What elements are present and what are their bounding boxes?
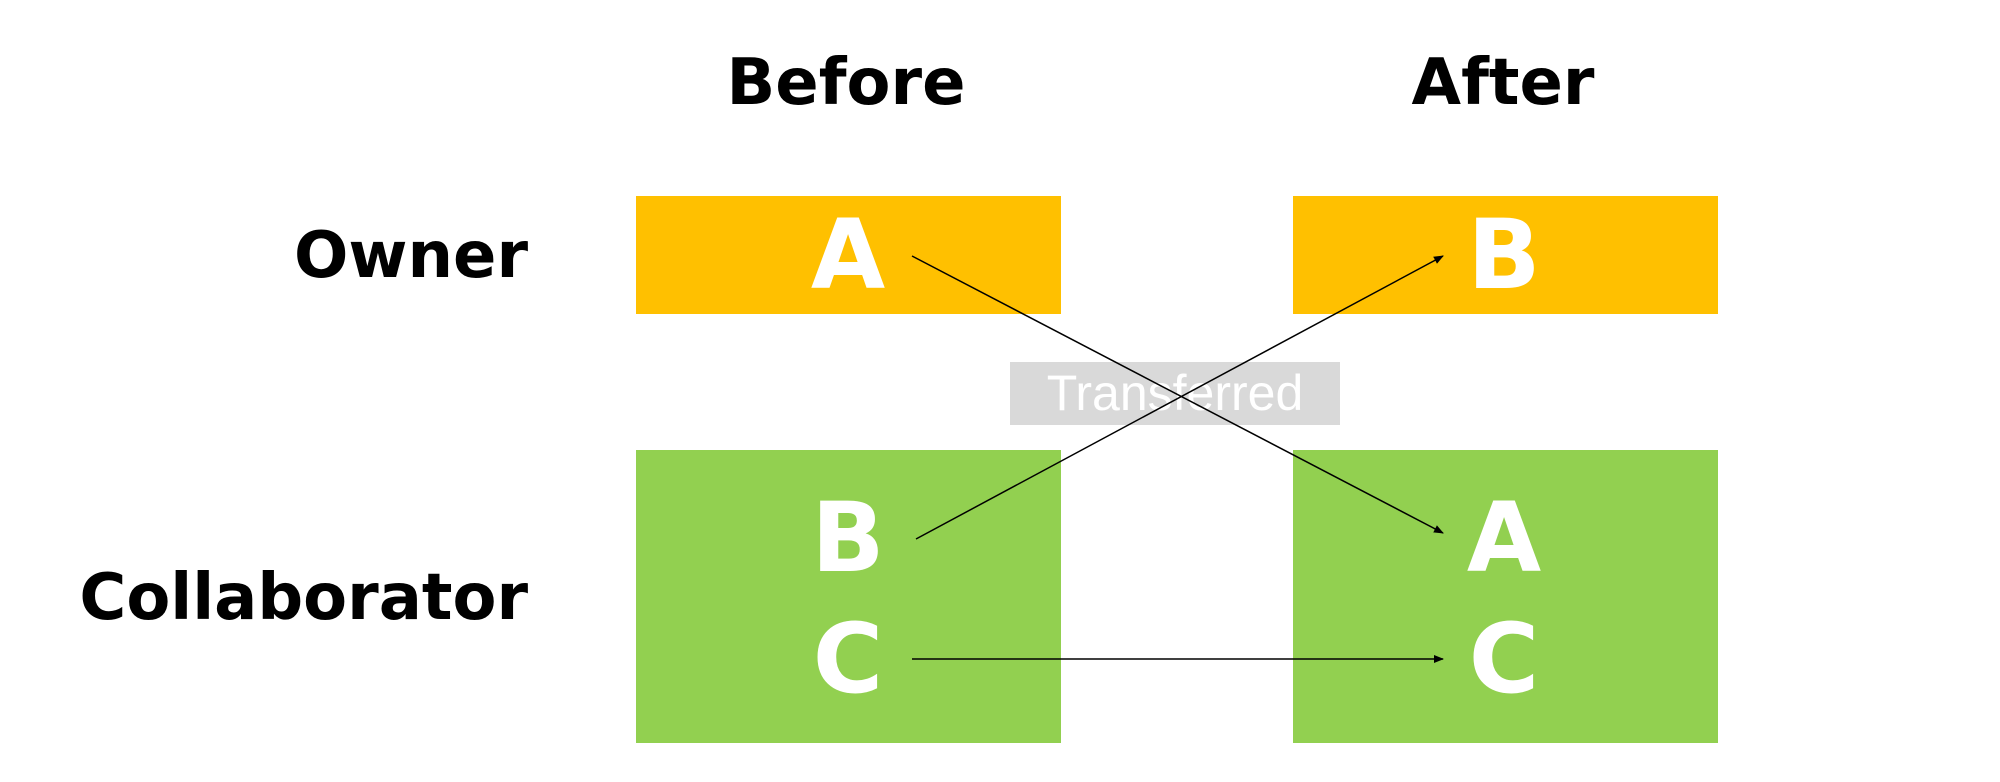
after-collaborator-user: C	[1468, 603, 1540, 715]
collaborator-row-label: Collaborator	[79, 561, 528, 635]
after-collaborator-user: A	[1466, 482, 1542, 594]
after-owner-box	[1293, 196, 1718, 314]
after-owner-user: B	[1467, 199, 1541, 311]
before-column-header: Before	[726, 46, 966, 120]
after-column-header: After	[1411, 46, 1595, 120]
before-collaborator-user: B	[811, 482, 885, 594]
owner-row-label: Owner	[293, 219, 528, 293]
after-collaborator-box	[1293, 450, 1718, 743]
before-collaborator-user: C	[812, 603, 884, 715]
before-owner-user: A	[810, 199, 886, 311]
arrow-collaborator-to-owner	[915, 255, 1444, 540]
arrow-owner-to-collaborator	[911, 255, 1444, 534]
before-owner-box	[636, 196, 1061, 314]
